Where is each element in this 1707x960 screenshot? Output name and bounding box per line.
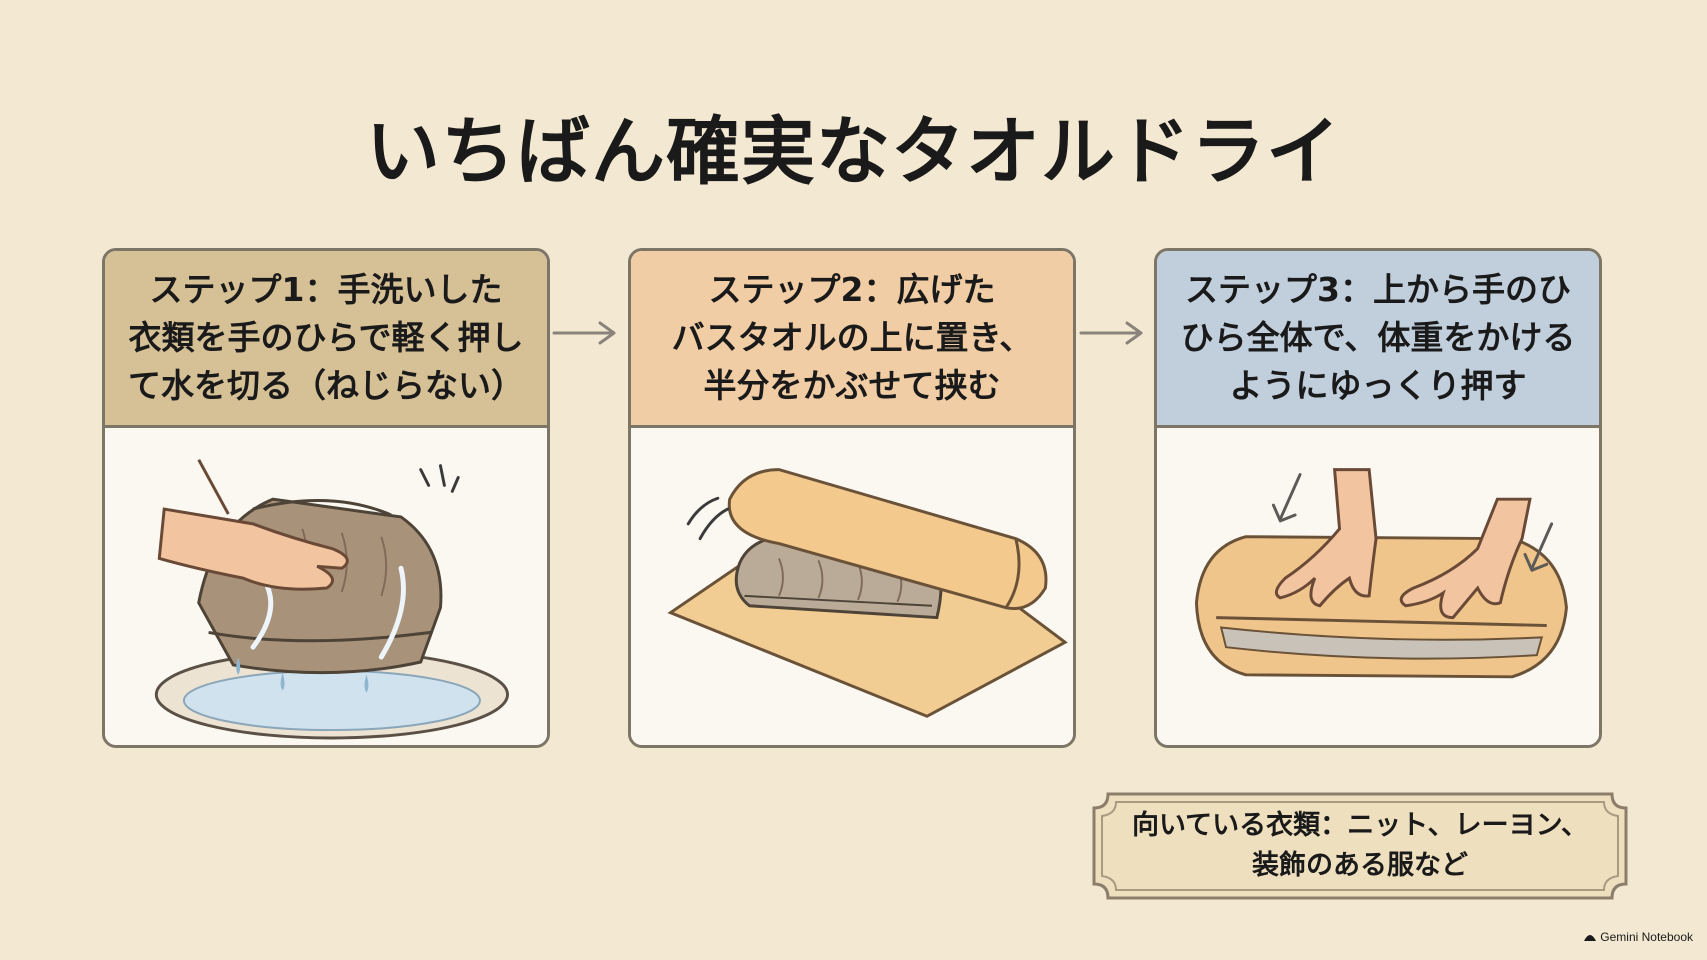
suitable-clothes-note: 向いている衣類：ニット、レーヨン、 装飾のある服など (1090, 790, 1630, 902)
footer: Gemini Notebook (1584, 930, 1693, 944)
step-3-card: ステップ3：上から手のひ ひら全体で、体重をかける ようにゆっくり押す (1154, 248, 1602, 748)
towel-fold-illustration (667, 468, 1068, 718)
gemini-logo-icon (1584, 935, 1597, 941)
step-1-label: ステップ1：手洗いした 衣類を手のひらで軽く押し て水を切る（ねじらない） (105, 251, 547, 428)
step-2-card: ステップ2：広げた バスタオルの上に置き、 半分をかぶせて挟む (628, 248, 1076, 748)
page-title: いちばん確実なタオルドライ (366, 109, 1341, 195)
footer-text: Gemini Notebook (1600, 930, 1693, 944)
step-3-illustration (1157, 428, 1599, 745)
hands-press-towel-illustration (1194, 468, 1568, 679)
step-3-label: ステップ3：上から手のひ ひら全体で、体重をかける ようにゆっくり押す (1157, 251, 1599, 428)
step-2-label: ステップ2：広げた バスタオルの上に置き、 半分をかぶせて挟む (631, 251, 1073, 428)
step-2-illustration (631, 428, 1073, 745)
hand-press-sweater-illustration (154, 459, 510, 740)
step-1-illustration (105, 428, 547, 745)
step-1-card: ステップ1：手洗いした 衣類を手のひらで軽く押し て水を切る（ねじらない） (102, 248, 550, 748)
note-frame (1092, 792, 1628, 900)
right-arrow-icon (1079, 321, 1143, 345)
note-text: 向いている衣類：ニット、レーヨン、 装飾のある服など (1131, 810, 1589, 881)
right-arrow-icon (552, 321, 616, 345)
